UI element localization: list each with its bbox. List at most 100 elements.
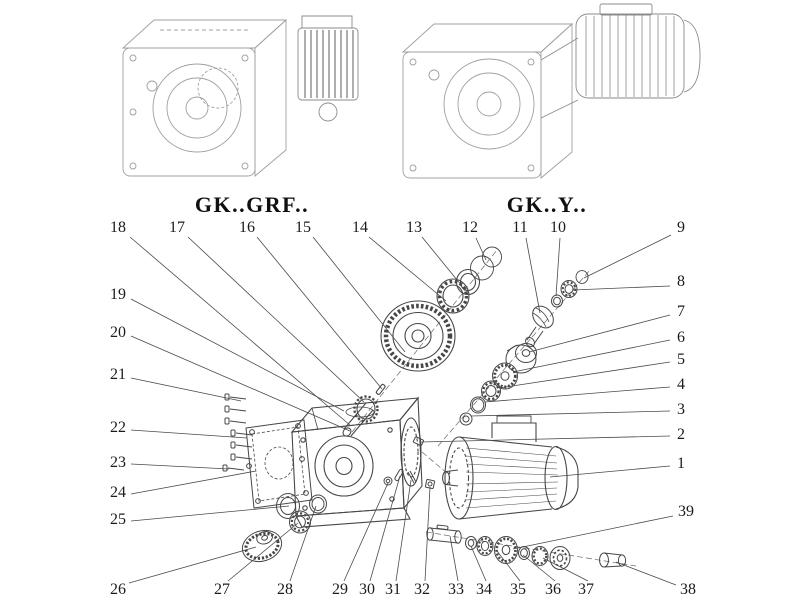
bearing-36 bbox=[531, 546, 549, 566]
part-label-24: 24 bbox=[110, 484, 126, 501]
leader-line-19 bbox=[130, 298, 345, 412]
leader-line-8 bbox=[572, 285, 671, 291]
part-label-18: 18 bbox=[110, 219, 126, 236]
leader-line-12 bbox=[475, 237, 487, 261]
leader-line-14 bbox=[368, 236, 447, 302]
bolt-set-22 bbox=[230, 429, 253, 461]
leader-line-26 bbox=[128, 546, 257, 584]
part-label-23: 23 bbox=[110, 454, 126, 471]
bearing-race-13 bbox=[455, 268, 481, 296]
leader-line-16 bbox=[256, 236, 383, 390]
disc-37 bbox=[549, 546, 571, 570]
part-label-31: 31 bbox=[385, 581, 401, 598]
input-fin-cover bbox=[297, 15, 359, 122]
leader-line-23 bbox=[130, 463, 230, 470]
bearing-34 bbox=[476, 536, 494, 556]
leader-line-29 bbox=[343, 482, 389, 582]
part-label-9: 9 bbox=[677, 219, 685, 236]
part-label-17: 17 bbox=[169, 219, 185, 236]
bevel-pinion-11 bbox=[525, 305, 554, 348]
part-label-4: 4 bbox=[677, 376, 685, 393]
bearing-5 bbox=[481, 380, 501, 402]
motor bbox=[442, 415, 579, 520]
thumbnail-gk-y bbox=[401, 3, 701, 179]
part-label-36: 36 bbox=[545, 581, 561, 598]
leader-line-21 bbox=[130, 377, 242, 402]
gear-housing bbox=[290, 396, 423, 528]
bolt-23 bbox=[222, 464, 245, 472]
leader-line-17 bbox=[187, 236, 365, 403]
part-label-39: 39 bbox=[678, 503, 694, 520]
leader-line-37 bbox=[542, 557, 589, 582]
terminal-box bbox=[491, 422, 537, 442]
part-label-5: 5 bbox=[677, 351, 685, 368]
part-label-20: 20 bbox=[110, 324, 126, 341]
bearing-8 bbox=[560, 280, 578, 298]
leader-line-13 bbox=[421, 236, 463, 287]
leader-line-6 bbox=[512, 339, 671, 373]
small-fasteners bbox=[383, 436, 436, 490]
main-gear bbox=[380, 300, 456, 372]
retaining-rings-12 bbox=[470, 246, 502, 281]
motor-fins bbox=[465, 447, 559, 509]
leader-line-39 bbox=[512, 515, 674, 550]
thumbnail-gk-grf bbox=[121, 15, 359, 177]
cover-plate-24 bbox=[245, 419, 313, 509]
part-label-15: 15 bbox=[295, 219, 311, 236]
left-parts bbox=[222, 393, 327, 563]
output-gear-39 bbox=[494, 536, 518, 564]
leader-line-32 bbox=[424, 486, 431, 582]
leader-line-27 bbox=[227, 522, 299, 582]
leader-line-33 bbox=[449, 535, 459, 582]
leader-line-4 bbox=[484, 386, 671, 403]
leader-line-2 bbox=[420, 435, 671, 443]
part-label-32: 32 bbox=[414, 581, 430, 598]
part-label-38: 38 bbox=[680, 581, 696, 598]
leader-line-34 bbox=[470, 545, 487, 582]
leader-line-31 bbox=[395, 479, 412, 582]
part-label-33: 33 bbox=[448, 581, 464, 598]
leader-line-25 bbox=[130, 505, 290, 522]
leader-line-30 bbox=[369, 475, 401, 582]
leader-line-22 bbox=[130, 429, 248, 439]
part-label-14: 14 bbox=[352, 219, 368, 236]
part-label-2: 2 bbox=[677, 426, 685, 443]
leader-line-35 bbox=[496, 550, 521, 582]
part-label-1: 1 bbox=[677, 455, 685, 472]
part-label-19: 19 bbox=[110, 286, 126, 303]
leader-line-7 bbox=[528, 314, 671, 353]
part-label-16: 16 bbox=[239, 219, 255, 236]
part-label-12: 12 bbox=[462, 219, 478, 236]
part-label-13: 13 bbox=[406, 219, 422, 236]
input-shaft-stack bbox=[459, 270, 589, 426]
leader-line-9 bbox=[583, 234, 672, 279]
ring-28 bbox=[309, 494, 327, 514]
leader-line-24 bbox=[130, 470, 257, 495]
model-label-gk-y: GK..Y.. bbox=[506, 192, 588, 217]
part-label-22: 22 bbox=[110, 419, 126, 436]
leader-line-1 bbox=[549, 465, 671, 478]
part-label-7: 7 bbox=[677, 303, 685, 320]
part-label-11: 11 bbox=[512, 219, 528, 236]
part-label-21: 21 bbox=[110, 366, 126, 383]
part-label-3: 3 bbox=[677, 401, 685, 418]
shaft-key bbox=[375, 383, 386, 395]
main-gear-stack bbox=[342, 246, 502, 437]
bevel-gear-26 bbox=[241, 529, 283, 563]
leader-line-20 bbox=[130, 335, 351, 432]
leader-line-10 bbox=[555, 237, 561, 297]
part-label-8: 8 bbox=[677, 273, 685, 290]
leader-line-3 bbox=[470, 410, 671, 417]
part-label-28: 28 bbox=[277, 581, 293, 598]
part-label-26: 26 bbox=[110, 581, 126, 598]
leader-line-28 bbox=[289, 505, 317, 582]
part-label-27: 27 bbox=[214, 581, 230, 598]
leader-line-36 bbox=[522, 554, 556, 582]
part-label-35: 35 bbox=[510, 581, 526, 598]
bolt-set-21 bbox=[224, 393, 247, 425]
part-label-29: 29 bbox=[332, 581, 348, 598]
leader-line-18 bbox=[129, 236, 352, 427]
